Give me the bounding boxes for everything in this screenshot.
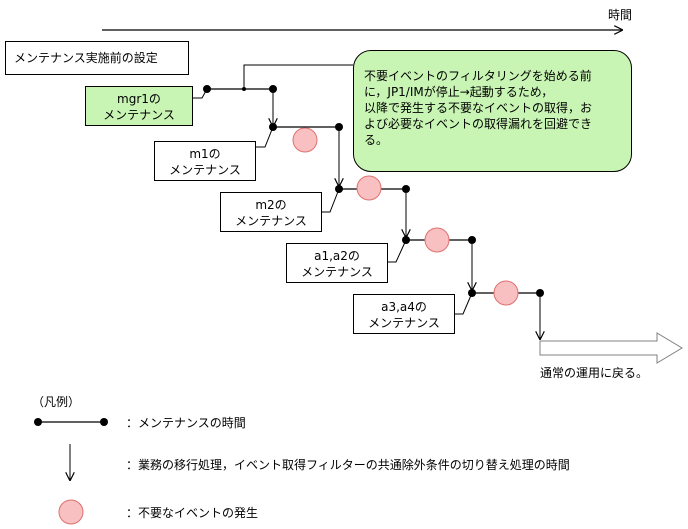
note-line: に，JP1/IMが停止→起動するため， <box>364 85 554 99</box>
return-block-arrow <box>539 332 683 364</box>
step-box-line2: メンテナンス <box>103 108 175 122</box>
step-mgr1 <box>203 85 277 126</box>
legend-migration-label: ：業務の移行処理，イベント取得フィルターの共通除外条件の切り替え処理の時間 <box>126 458 570 472</box>
step-box-line1: mgr1の <box>117 92 161 106</box>
step-box-a3-a4: a3,a4の メンテナンス <box>353 294 455 334</box>
note-line: 以降で発生する不要なイベントの取得，お <box>364 101 593 115</box>
note-line: よび必要なイベントの取得漏れを回避でき <box>364 117 593 131</box>
step-box-m2: m2の メンテナンス <box>220 192 322 232</box>
note-line: 不要イベントのフィルタリングを始める前 <box>364 69 592 83</box>
box-pointer <box>388 239 407 263</box>
note-callout: 不要イベントのフィルタリングを始める前 に，JP1/IMが停止→起動するため， … <box>353 50 632 172</box>
step-box-m1: m1の メンテナンス <box>154 141 256 181</box>
step-m1 <box>269 123 343 186</box>
box-pointer <box>455 292 473 315</box>
step-box-line1: m2の <box>255 198 287 212</box>
legend-maintenance-line <box>34 418 108 426</box>
step-box-line2: メンテナンス <box>368 316 440 330</box>
box-pointer <box>322 188 340 213</box>
step-a1-a2 <box>402 227 476 290</box>
box-pointer <box>193 88 208 99</box>
note-connector-line <box>243 64 353 89</box>
unneeded-event-circle <box>493 280 519 306</box>
note-line: る。 <box>364 133 389 147</box>
step-m2 <box>335 175 410 237</box>
step-box-line1: m1の <box>189 147 221 161</box>
legend-maintenance-label: ：メンテナンスの時間 <box>126 416 246 430</box>
step-box-line1: a1,a2の <box>314 249 360 263</box>
return-to-normal-label: 通常の運用に戻る。 <box>540 366 649 380</box>
unneeded-event-circle <box>292 127 318 153</box>
unneeded-event-circle <box>424 227 450 253</box>
step-box-line2: メンテナンス <box>301 265 373 279</box>
time-axis-label: 時間 <box>608 8 633 22</box>
pre-setting-label: メンテナンス実施前の設定 <box>14 51 158 65</box>
box-pointer <box>256 126 274 148</box>
legend-title: （凡例） <box>32 395 81 409</box>
pre-setting-box: メンテナンス実施前の設定 <box>5 41 189 75</box>
step-box-a1-a2: a1,a2の メンテナンス <box>286 243 388 283</box>
step-box-line1: a3,a4の <box>381 300 427 314</box>
step-box-line2: メンテナンス <box>169 163 241 177</box>
step-box-mgr1: mgr1の メンテナンス <box>85 86 193 126</box>
step-box-line2: メンテナンス <box>235 214 307 228</box>
step-a3-a4 <box>468 280 544 339</box>
legend-event-circle <box>58 499 84 525</box>
unneeded-event-circle <box>356 175 382 201</box>
legend-event-label: ：不要なイベントの発生 <box>126 506 259 520</box>
